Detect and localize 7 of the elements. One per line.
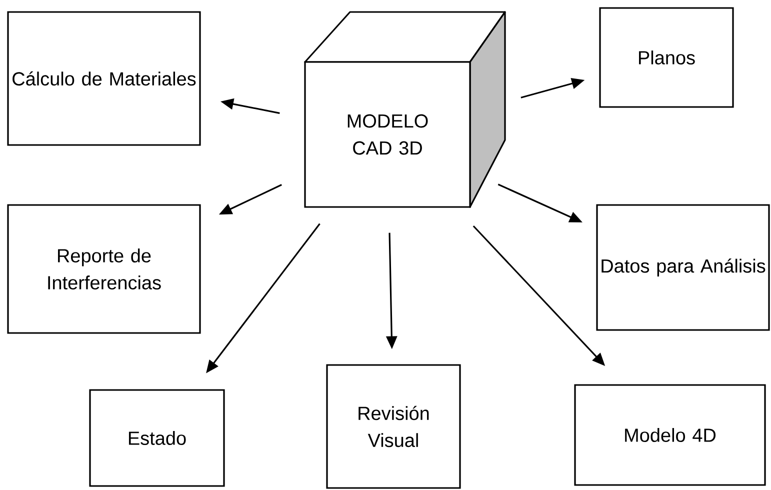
process-box: Reporte de Interferencias <box>7 204 201 334</box>
process-box: Planos <box>599 7 734 108</box>
process-box: Estado <box>89 389 225 487</box>
process-box: Modelo 4D <box>574 384 766 486</box>
process-box: Cálculo de Materiales <box>7 11 201 146</box>
process-box: Revisión Visual <box>326 364 461 489</box>
process-box: Datos para Análisis <box>596 204 770 331</box>
